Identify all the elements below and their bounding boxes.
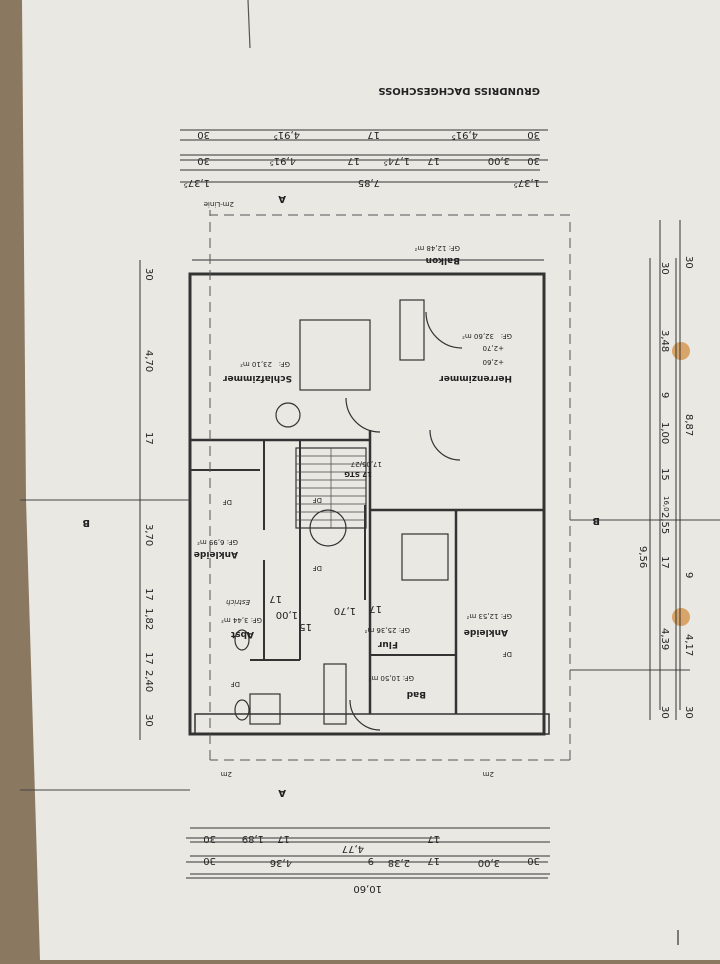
ruler-2m-left: 2m [221, 770, 232, 778]
shower-icon [249, 693, 281, 725]
dim-label: 17 [367, 129, 380, 140]
df-symbol: DF [313, 496, 322, 504]
dim-label: 3,48 [659, 330, 670, 352]
drawing-title: GRUNDRISS DACHGESCHOSS [378, 85, 540, 96]
desk-icon [399, 299, 425, 361]
dim-label: 9 [683, 572, 694, 578]
toilet-icon [234, 699, 250, 721]
dim-label: 1,70 [334, 605, 356, 616]
round-table-icon [275, 402, 301, 428]
dim-label: 4,91⁵ [274, 129, 300, 140]
punch-hole [672, 608, 690, 626]
dim-label: 17 [143, 432, 154, 445]
room-name-ankleide: Ankleide [464, 627, 508, 637]
dim-label: 15 [659, 468, 670, 481]
room-area-ankleide: GF: 6,99 m² [197, 538, 238, 546]
room-name-balkon: Balkon [426, 255, 460, 265]
room-name-ankleide: Ankleide [194, 549, 238, 559]
room-name-herrenzimmer: Herrenzimmer [439, 373, 512, 383]
ruler-2m-right: 2m [483, 770, 494, 778]
section-marker-a: A [278, 787, 286, 798]
door-icon [349, 699, 381, 731]
height-marker: +2,70 [483, 344, 504, 352]
dim-label: 30 [527, 129, 540, 140]
df-symbol: DF [223, 498, 232, 506]
section-marker-b: B [82, 517, 90, 528]
dim-label: 30 [527, 855, 540, 866]
height-marker: +2,60 [483, 358, 504, 366]
dim-label: 2,40 [143, 670, 154, 692]
section-marker-b: B [592, 515, 600, 526]
toilet-icon [234, 629, 250, 651]
dim-label: 17 [659, 556, 670, 569]
bed-icon [299, 319, 371, 391]
dim-label: 1,00 [659, 422, 670, 444]
dim-label: 30 [197, 129, 210, 140]
dim-label: 30 [143, 268, 154, 281]
dim-label: 9 [659, 392, 670, 398]
dim-label: 30 [683, 256, 694, 269]
dim-label: 10,60 [353, 883, 382, 894]
dim-label: 1,00 [276, 609, 298, 620]
room-area-label: GF: [279, 360, 290, 368]
dim-label: 4,91⁵ [452, 129, 478, 140]
staircase [295, 447, 367, 529]
door-icon [345, 397, 381, 433]
section-marker-a: A [278, 193, 286, 204]
dim-label: 30 [683, 706, 694, 719]
room-area-bad: GF: 10,50 m² [368, 674, 414, 682]
dim-label: 17 [143, 652, 154, 665]
room-area-balkon: GF: 12,48 m² [414, 244, 460, 252]
punch-hole [672, 342, 690, 360]
df-symbol: DF [503, 650, 512, 658]
door-icon [429, 429, 461, 461]
handwritten-note: Estrich [226, 598, 250, 606]
dim-label: 30 [659, 706, 670, 719]
round-table-icon [309, 509, 347, 547]
bed-icon [401, 533, 449, 581]
dim-label: 4,39 [659, 628, 670, 650]
df-symbol: DF [231, 680, 240, 688]
room-area-ankleide: GF: 12,53 m² [466, 612, 512, 620]
stair-label: 17 STG [344, 470, 372, 478]
room-name-schlafzimmer: Schlafzimmer [223, 373, 292, 383]
door-icon [425, 311, 463, 349]
dim-label: 17 [143, 588, 154, 601]
dim-label: 17 [369, 603, 382, 614]
room-area-label: GF: [501, 332, 512, 340]
room-area-flur: GF: 25,36 m² [364, 626, 410, 634]
dim-label: 15 [299, 621, 312, 632]
handwritten-note: 16,0 [662, 496, 670, 512]
df-symbol: DF [313, 564, 322, 572]
stair-ratio: 17,05/27 [351, 460, 382, 468]
dim-label: 17 [427, 855, 440, 866]
room-area-herrenzimmer: 32,60 m² [462, 332, 494, 340]
bathtub-icon [323, 663, 347, 725]
dim-label: 3,70 [143, 524, 154, 546]
dim-label: 2,55 [659, 512, 670, 534]
dim-label: 30 [203, 855, 216, 866]
room-name-abst: Abst [230, 629, 254, 639]
room-name-bad: Bad [407, 689, 426, 699]
dim-label: 4,17 [683, 634, 694, 656]
dim-label: 30 [659, 262, 670, 275]
dim-label: 9,56 [637, 546, 648, 568]
dim-label: 4,77 [342, 843, 364, 854]
dim-label: 9 [368, 855, 374, 866]
dim-label: 1,82 [143, 608, 154, 630]
room-area-abst: GF: 3,44 m² [221, 616, 262, 624]
dim-label: 17 [269, 593, 282, 604]
dim-label: 8,87 [683, 414, 694, 436]
dim-label: 30 [143, 714, 154, 727]
room-area-schlafzimmer: 23,10 m² [240, 360, 272, 368]
dim-label: 4,70 [143, 350, 154, 372]
room-name-flur: Flur [377, 639, 398, 649]
plan-title: GRUNDRISS DACHGESCHOSS [378, 85, 540, 96]
rotated-plan [20, 139, 720, 875]
ruler-line-label: 2m-Linie [204, 200, 234, 208]
